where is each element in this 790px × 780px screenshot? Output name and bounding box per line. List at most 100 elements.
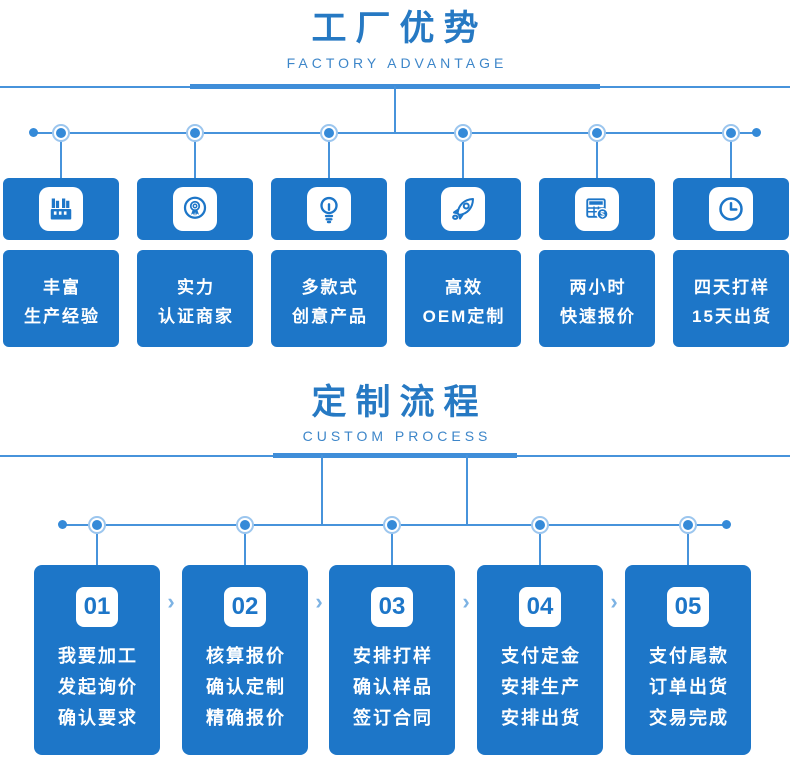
advantage-icon-card [673, 178, 789, 240]
step-text-line: 发起询价 [58, 677, 138, 697]
node-dot [240, 520, 250, 530]
step-text-line: 确认样品 [353, 677, 433, 697]
advantage-icon-card: $ [539, 178, 655, 240]
process-step-card: 04 支付定金 安排生产 安排出货 [477, 565, 603, 755]
tree2-stem [539, 525, 541, 565]
node-dot [535, 520, 545, 530]
section1-subtitle: FACTORY ADVANTAGE [286, 55, 508, 71]
advantage-text-line: 快速报价 [560, 307, 636, 326]
step-text-line: 交易完成 [649, 708, 729, 728]
factory-icon [50, 198, 72, 220]
chevron-right-icon: › [462, 589, 470, 614]
step-text-line: 订单出货 [649, 677, 729, 697]
tree2-top-line-thick [273, 453, 517, 458]
tree1-node [588, 124, 606, 142]
tree1-stem [60, 133, 62, 178]
advantage-card: 丰富 生产经验 [3, 250, 119, 347]
advantage-text-line: 实力 [177, 278, 215, 297]
tree2-node [531, 516, 549, 534]
tree1-stem [462, 133, 464, 178]
tree1-left-end-dot [29, 128, 38, 137]
advantage-card: 高效 OEM定制 [405, 250, 521, 347]
advantage-card: 实力 认证商家 [137, 250, 253, 347]
tree1-node [186, 124, 204, 142]
advantage-text-line: 多款式 [301, 278, 359, 297]
tree1-stem [194, 133, 196, 178]
svg-text:$: $ [600, 210, 605, 219]
node-dot [592, 128, 602, 138]
node-dot [56, 128, 66, 138]
clock-icon [719, 197, 743, 221]
node-dot [726, 128, 736, 138]
tree2-node [236, 516, 254, 534]
tree1-stem [596, 133, 598, 178]
tree2-node [679, 516, 697, 534]
step-text-line: 支付定金 [501, 646, 581, 666]
step-number-badge: 05 [667, 587, 709, 627]
tree1-right-end-dot [752, 128, 761, 137]
step-text-line: 精确报价 [206, 708, 286, 728]
advantage-icon-card [405, 178, 521, 240]
node-dot [92, 520, 102, 530]
step-text-line: 签订合同 [353, 708, 433, 728]
advantage-text-line: 生产经验 [24, 307, 100, 326]
tree2-stem [96, 525, 98, 565]
advantage-icon-card [3, 178, 119, 240]
node-dot [324, 128, 334, 138]
tree2-right-end-dot [722, 520, 731, 529]
step-text-line: 安排生产 [501, 677, 581, 697]
advantage-text-line: 创意产品 [292, 307, 368, 326]
section2-subtitle: CUSTOM PROCESS [302, 428, 492, 444]
node-dot [387, 520, 397, 530]
tree2-stem [687, 525, 689, 565]
section2-title: 定制流程 [311, 383, 488, 422]
tree2-node [383, 516, 401, 534]
chevron-right-icon: › [610, 589, 618, 614]
advantage-text-line: 15天出货 [692, 307, 772, 326]
tree1-center-drop-line [394, 86, 396, 133]
tree1-stem [328, 133, 330, 178]
step-number-badge: 02 [224, 587, 266, 627]
node-dot [458, 128, 468, 138]
tree2-left-end-dot [58, 520, 67, 529]
tree2-drop-line [466, 455, 468, 525]
step-text-line: 支付尾款 [649, 646, 729, 666]
step-text-line: 确认定制 [206, 677, 286, 697]
step-text-line: 确认要求 [58, 708, 138, 728]
bulb-icon [320, 196, 338, 224]
tree1-node [52, 124, 70, 142]
advantage-text-line: 两小时 [569, 278, 627, 297]
tree1-branch-line [33, 132, 757, 134]
node-dot [683, 520, 693, 530]
step-text-line: 安排出货 [501, 708, 581, 728]
tree2-drop-line [321, 455, 323, 525]
advantage-card: 多款式 创意产品 [271, 250, 387, 347]
advantage-icon-card [271, 178, 387, 240]
tree1-node [722, 124, 740, 142]
chevron-right-icon: › [167, 589, 175, 614]
process-step-card: 05 支付尾款 订单出货 交易完成 [625, 565, 751, 755]
advantage-text-line: 认证商家 [158, 307, 234, 326]
advantage-text-line: 高效 [445, 278, 483, 297]
tree2-node [88, 516, 106, 534]
step-number-badge: 01 [76, 587, 118, 627]
node-dot [190, 128, 200, 138]
process-step-card: 01 我要加工 发起询价 确认要求 [34, 565, 160, 755]
step-number-badge: 03 [371, 587, 413, 627]
advantage-card: 四天打样 15天出货 [673, 250, 789, 347]
advantage-icon-card [137, 178, 253, 240]
tree2-stem [244, 525, 246, 565]
tree1-stem [730, 133, 732, 178]
step-text-line: 安排打样 [353, 646, 433, 666]
process-step-card: 03 安排打样 确认样品 签订合同 [329, 565, 455, 755]
calculator-icon: $ [586, 198, 609, 221]
tree1-node [454, 124, 472, 142]
chevron-right-icon: › [315, 589, 323, 614]
advantage-text-line: OEM定制 [422, 307, 506, 326]
step-text-line: 我要加工 [58, 646, 138, 666]
section1-title: 工厂优势 [311, 9, 488, 48]
process-step-card: 02 核算报价 确认定制 精确报价 [182, 565, 308, 755]
step-number-badge: 04 [519, 587, 561, 627]
medal-icon [183, 196, 207, 219]
